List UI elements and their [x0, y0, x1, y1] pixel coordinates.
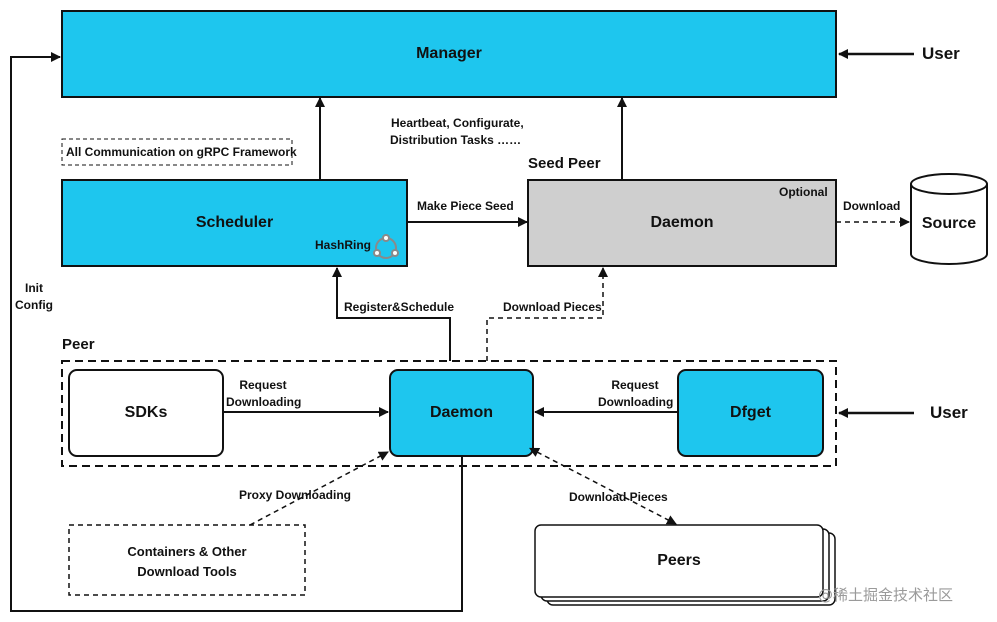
- scheduler-title: Scheduler: [195, 214, 274, 231]
- download-pieces-peers-label: Download Pieces: [569, 490, 668, 504]
- dfget-title: Dfget: [730, 404, 771, 421]
- user-label-top: User: [922, 44, 960, 63]
- seed-peer-daemon-box[interactable]: [527, 179, 837, 267]
- containers-box[interactable]: [68, 524, 306, 596]
- grpc-note-box: [61, 138, 293, 166]
- manager-box[interactable]: [61, 10, 837, 98]
- heartbeat-label-1: Heartbeat, Configurate,: [391, 116, 524, 130]
- containers-line-1: Containers & Other: [127, 544, 247, 559]
- config-label: Config: [15, 298, 53, 312]
- init-config-arrow: [10, 52, 463, 612]
- peer-daemon-title: Daemon: [429, 404, 494, 421]
- request-right-2: Downloading: [598, 395, 674, 409]
- containers-line-2: Download Tools: [137, 564, 237, 579]
- register-schedule-arrow: [332, 267, 451, 361]
- sdks-title: SDKs: [124, 404, 168, 421]
- proxy-downloading-label: Proxy Downloading: [239, 488, 352, 502]
- grpc-note-text: All Communication on gRPC Framework: [66, 145, 297, 159]
- peers-stack[interactable]: [534, 524, 836, 606]
- proxy-downloading-arrow: [249, 451, 389, 526]
- peer-label: Peer: [62, 336, 95, 353]
- request-left-1: Request: [239, 378, 287, 392]
- manager-title: Manager: [416, 45, 482, 62]
- scheduler-box[interactable]: [61, 179, 408, 267]
- request-right-1: Request: [611, 378, 659, 392]
- seed-daemon-title: Daemon: [650, 214, 714, 231]
- make-piece-seed-label: Make Piece Seed: [417, 199, 514, 213]
- heartbeat-label-2: Distribution Tasks ……: [390, 133, 522, 147]
- seed-peer-label: Seed Peer: [528, 155, 601, 172]
- request-left-2: Downloading: [226, 395, 302, 409]
- hashring-label: HashRing: [315, 238, 372, 252]
- user-label-peer: User: [930, 403, 968, 422]
- source-cylinder[interactable]: [910, 173, 988, 265]
- download-pieces-peers-arrow: [529, 447, 677, 525]
- watermark: @稀土掘金技术社区: [818, 586, 954, 604]
- download-pieces-seed-label: Download Pieces: [503, 300, 602, 314]
- register-schedule-label: Register&Schedule: [344, 300, 455, 314]
- peer-container: [61, 360, 837, 467]
- optional-label: Optional: [779, 185, 828, 199]
- download-pieces-seed-arrow: [486, 267, 608, 361]
- init-label: Init: [25, 281, 43, 295]
- source-label: Source: [921, 215, 977, 232]
- download-label: Download: [843, 199, 901, 213]
- peers-title: Peers: [657, 552, 701, 569]
- hashring-icon: [373, 234, 399, 259]
